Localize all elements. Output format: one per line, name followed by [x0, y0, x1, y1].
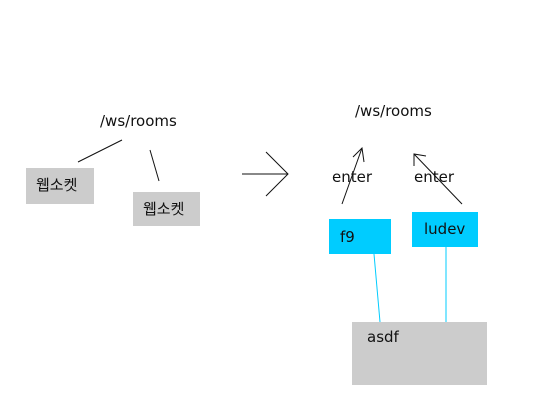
- server-box: asdf: [352, 322, 487, 385]
- left-endpoint-label: /ws/rooms: [100, 112, 177, 130]
- server-box-label: asdf: [367, 328, 399, 346]
- transition-arrow: [242, 151, 289, 197]
- edge-rooms-to-socket-b: [149, 149, 160, 182]
- client-box-f9: f9: [329, 219, 391, 254]
- right-endpoint-label: /ws/rooms: [355, 102, 432, 120]
- edge-rooms-to-socket-a: [77, 139, 123, 163]
- enter-arrow-a: [341, 146, 365, 205]
- socket-box-b: 웹소켓: [133, 192, 200, 226]
- enter-label-a: enter: [332, 168, 373, 186]
- socket-box-a-label: 웹소켓: [36, 176, 78, 194]
- enter-arrow-b: [413, 153, 463, 205]
- enter-label-b: enter: [414, 168, 455, 186]
- client-box-f9-label: f9: [340, 228, 355, 246]
- client-box-ludev-label: ludev: [424, 220, 466, 238]
- socket-box-a: 웹소켓: [26, 168, 94, 204]
- connector-f9-to-server: [373, 253, 381, 323]
- socket-box-b-label: 웹소켓: [143, 200, 185, 218]
- client-box-ludev: ludev: [412, 212, 478, 247]
